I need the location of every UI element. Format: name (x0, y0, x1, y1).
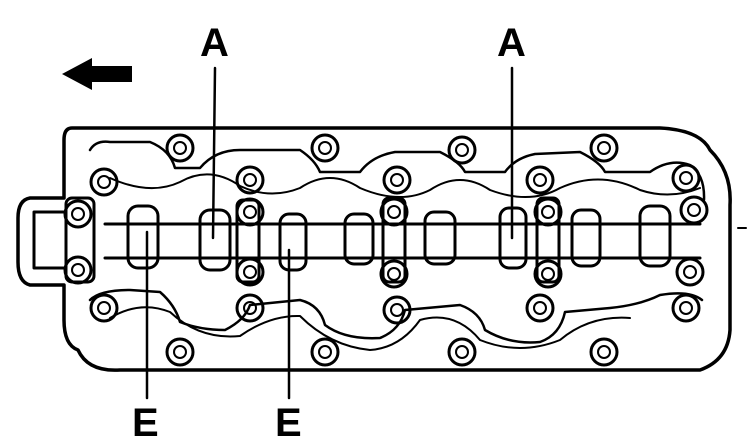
bolt-icon (165, 133, 195, 163)
cam-lobes (126, 204, 672, 272)
bolt-icon (235, 165, 265, 195)
bolt-icon (533, 197, 563, 227)
bolt-icon (310, 337, 340, 367)
leader-a-left (211, 66, 217, 240)
bolt-icon (675, 257, 705, 287)
bolt-icon (235, 257, 265, 287)
bolt-icon (89, 167, 119, 197)
arrow-left-icon (62, 58, 132, 90)
bolt-icon (382, 165, 412, 195)
bolt-icon (447, 135, 477, 165)
bolt-icon (671, 163, 701, 193)
bolt-icon (589, 337, 619, 367)
bolt-icon (63, 199, 93, 229)
bolt-icon (533, 259, 563, 289)
camshaft (103, 222, 702, 260)
leader-lines (145, 66, 514, 400)
label-a-left: A (200, 21, 229, 65)
bolt-icon (589, 133, 619, 163)
bolt-icon (89, 293, 119, 323)
bolt-group (63, 133, 709, 367)
bolt-icon (235, 197, 265, 227)
bolt-icon (671, 293, 701, 323)
bolt-icon (379, 197, 409, 227)
bolt-icon (310, 133, 340, 163)
bolt-icon (165, 337, 195, 367)
label-a-right: A (497, 21, 526, 65)
label-e-right: E (275, 401, 302, 445)
bolt-icon (525, 165, 555, 195)
bolt-icon (235, 293, 265, 323)
bolt-icon (679, 195, 709, 225)
bolt-icon (447, 337, 477, 367)
bolt-icon (379, 259, 409, 289)
label-e-left: E (132, 401, 159, 445)
bolt-icon (63, 255, 93, 285)
bolt-icon (525, 293, 555, 323)
bolt-icon (382, 295, 412, 325)
